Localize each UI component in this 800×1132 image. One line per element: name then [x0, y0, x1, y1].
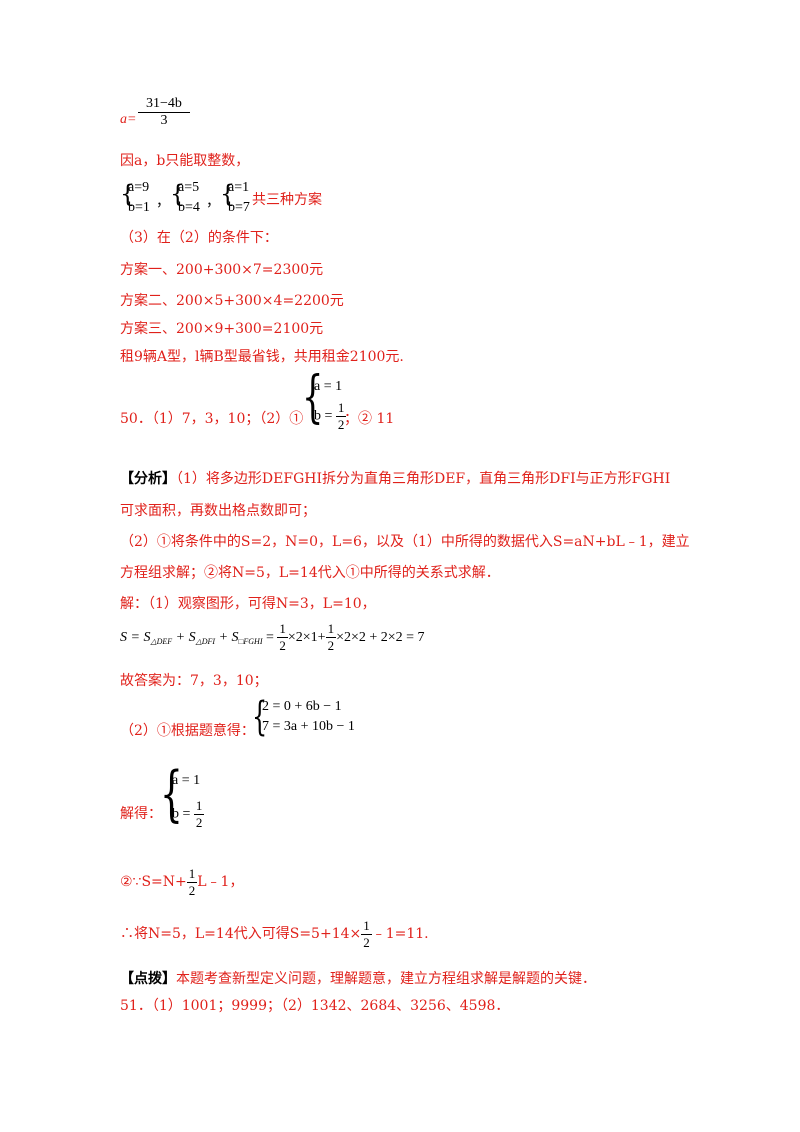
formula-tail: ×2×2 + 2×2 = 7 [336, 630, 425, 645]
analysis-text: （1）将多边形DEFGHI拆分为直角三角形DEF，直角三角形DFI与正方形FGH… [176, 471, 671, 487]
fraction-denominator: 3 [160, 113, 168, 128]
system-line: b=4 [178, 200, 200, 215]
fraction-numerator: 31−4b [138, 96, 190, 113]
system-line-b: b = [314, 408, 333, 424]
q50-answer-prefix: 50．（1）7，3，10；（2）① [120, 411, 304, 427]
because-prefix: ②∵S=N+ [120, 874, 187, 890]
formula-equals: = [262, 630, 278, 645]
system-line-a: a = 1 [314, 379, 343, 394]
point-tag: 【点拨】 [120, 971, 176, 987]
part2-label: （2）①根据题意得： [120, 723, 255, 739]
fraction-numerator: 1 [193, 798, 205, 815]
fraction-denominator: 2 [337, 417, 345, 432]
solution-line-1: 解：（1）观察图形，可得N=3，L=10， [120, 596, 376, 612]
plan-1: 方案一、200+300×7=2300元 [120, 262, 324, 278]
because-suffix: L﹣1， [197, 874, 244, 890]
fraction-denominator: 2 [188, 882, 196, 898]
fraction-denominator: 2 [363, 934, 370, 950]
system-line: b=1 [128, 200, 150, 215]
fraction-numerator: 1 [277, 621, 288, 639]
solve-label: 解得： [120, 806, 162, 822]
analysis-line-2: 可求面积，再数出格点数即可； [120, 503, 316, 519]
system-line: 2 = 0 + 6b − 1 [262, 699, 342, 714]
fraction-numerator: 1 [186, 865, 198, 883]
system-brace: { [160, 759, 183, 829]
therefore-suffix: ﹣1=11. [371, 926, 429, 942]
fraction-numerator: 1 [325, 621, 337, 639]
analysis-tag: 【分析】 [120, 471, 176, 487]
fraction-denominator: 2 [195, 815, 203, 830]
system-line-b: b = [172, 806, 191, 822]
plan-3: 方案三、200×9+300=2100元 [120, 321, 324, 337]
analysis-line-4: 方程组求解；②将N=5，L=14代入①中所得的关系式求解． [120, 565, 500, 581]
formula-plus: + S [215, 630, 239, 645]
system-brace: { [252, 694, 268, 740]
a-equals-label: a= [120, 112, 137, 127]
integer-note: 因a，b只能取整数， [120, 153, 250, 169]
formula-plus: + S [172, 630, 196, 645]
system-line: b=7 [228, 200, 250, 215]
q50-answer-suffix: ；② 11 [344, 411, 395, 427]
analysis-line-3: （2）①将条件中的S=2，N=0，L=6，以及（1）中所得的数据代入S=aN+b… [120, 534, 690, 550]
fraction-numerator: 1 [361, 917, 372, 935]
system-line-a: a = 1 [172, 773, 201, 788]
fraction-one-half: 1 2 [335, 400, 347, 433]
comma-separator: ， [206, 194, 220, 210]
system-line: a=9 [128, 180, 150, 195]
point-line: 【点拨】本题考查新型定义问题，理解题意，建立方程组求解是解题的关键． [120, 970, 596, 988]
three-plans-label: 共三种方案 [252, 192, 322, 208]
formula-middle: ×2×1+ [287, 630, 326, 645]
formula-lhs: S = S [120, 630, 151, 645]
fraction-denominator: 2 [327, 638, 335, 654]
system-brace: { [302, 365, 324, 430]
system-line: a=5 [178, 180, 200, 195]
subscript-fghi: □FGHI [238, 637, 263, 646]
plan-conclusion: 租9辆A型，l辆B型最省钱，共用租金2100元. [120, 349, 404, 365]
comma-separator: ， [156, 194, 170, 210]
subscript-def: △DEF [150, 637, 173, 646]
plan-2: 方案二、200×5+300×4=2200元 [120, 293, 344, 309]
q51-answer: 51．（1）1001；9999；（2）1342、2684、3256、4598． [120, 998, 510, 1014]
condition-3: （3）在（2）的条件下： [120, 230, 278, 246]
fraction-denominator: 2 [279, 638, 286, 654]
answer-line: 故答案为：7，3，10； [120, 673, 268, 689]
system-line: 7 = 3a + 10b − 1 [262, 719, 355, 734]
fraction-31-4b-over-3: 31−4b 3 [138, 96, 190, 129]
system-brace: { [120, 180, 136, 208]
system-brace: { [220, 180, 236, 208]
therefore-prefix: ∴将N=5，L=14代入可得S=5+14× [120, 926, 362, 942]
system-line: a=1 [228, 180, 250, 195]
point-text: 本题考查新型定义问题，理解题意，建立方程组求解是解题的关键． [176, 971, 596, 987]
system-brace: { [170, 180, 186, 208]
fraction-numerator: 1 [335, 400, 347, 417]
subscript-dfi: △DFI [195, 637, 216, 646]
analysis-line-1: 【分析】（1）将多边形DEFGHI拆分为直角三角形DEF，直角三角形DFI与正方… [120, 470, 670, 488]
fraction-one-half: 1 2 [193, 798, 205, 831]
